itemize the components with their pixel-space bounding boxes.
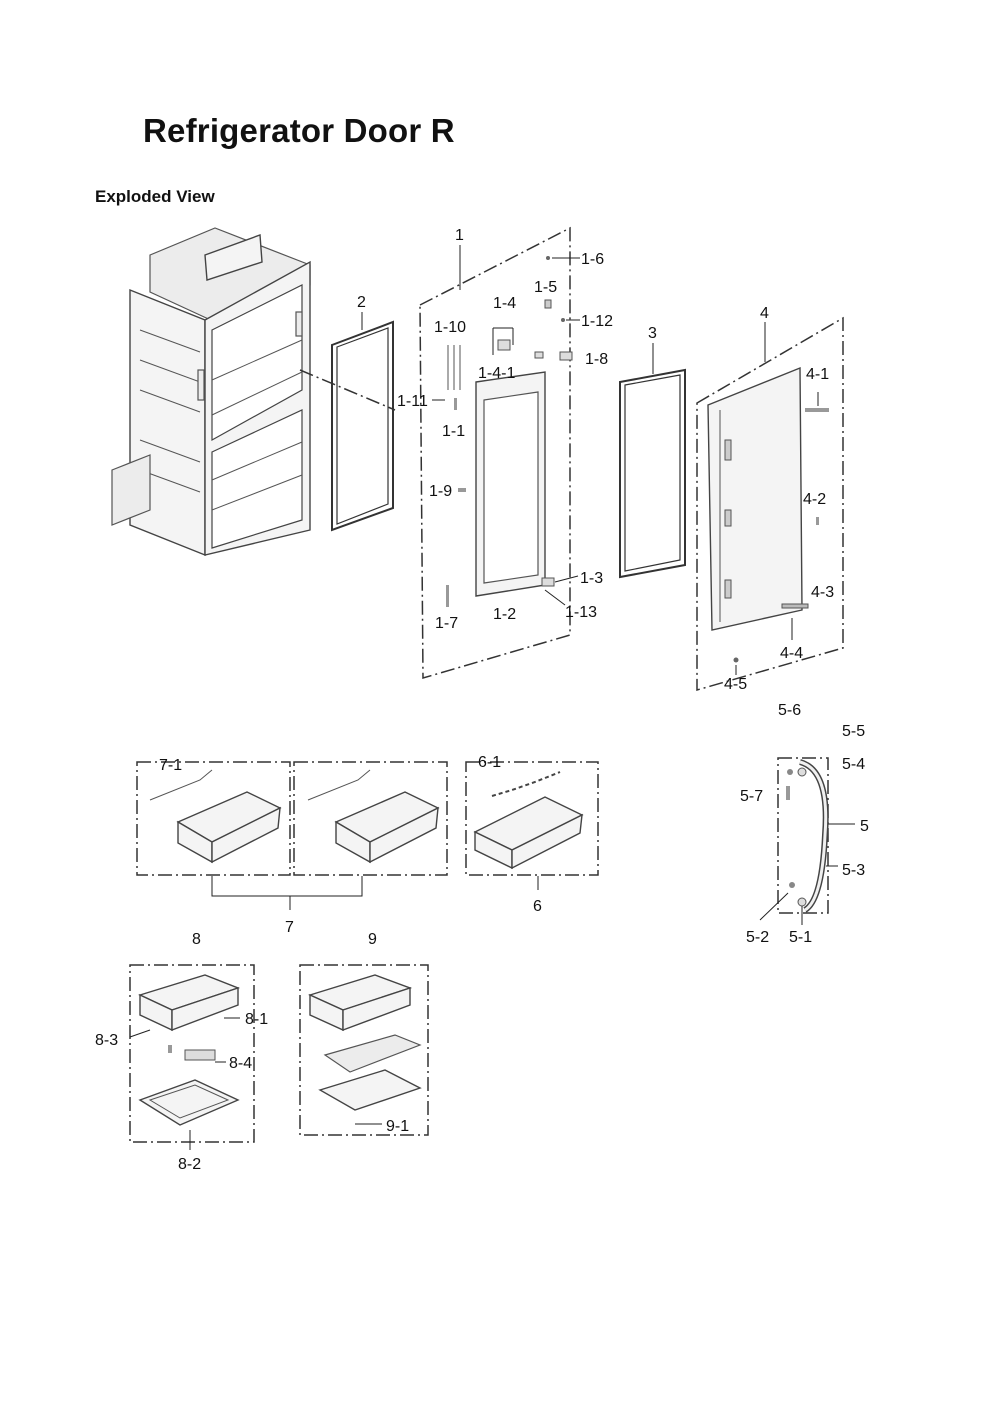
callout-1-11: 1-11 — [397, 393, 428, 410]
callout-8-1: 8-1 — [245, 1011, 268, 1028]
door-bin-6 — [465, 761, 599, 890]
callout-4-3: 4-3 — [811, 584, 834, 601]
callout-5-2: 5-2 — [746, 929, 769, 946]
door-bins-7 — [136, 761, 448, 910]
callout-5-1: 5-1 — [789, 929, 812, 946]
callout-1-3: 1-3 — [580, 570, 603, 587]
callout-3: 3 — [648, 325, 657, 342]
callout-1-4-1: 1-4-1 — [478, 365, 515, 382]
callout-5-3: 5-3 — [842, 862, 865, 879]
callout-1-5: 1-5 — [534, 279, 557, 296]
callout-1-6: 1-6 — [581, 251, 604, 268]
callout-8-4: 8-4 — [229, 1055, 252, 1072]
refrigerator-cabinet — [111, 227, 311, 557]
callout-4-1: 4-1 — [806, 366, 829, 383]
callout-5-7: 5-7 — [740, 788, 763, 805]
callout-5-5: 5-5 — [842, 723, 865, 740]
callout-1: 1 — [455, 227, 464, 244]
callout-9-1: 9-1 — [386, 1118, 409, 1135]
door-gasket-2 — [299, 312, 396, 532]
callout-1-13: 1-13 — [565, 604, 597, 621]
callout-1-7: 1-7 — [435, 615, 458, 632]
crisper-assembly-9 — [299, 964, 429, 1136]
door-gasket-3 — [619, 343, 686, 579]
callout-4-2: 4-2 — [803, 491, 826, 508]
callout-6: 6 — [533, 898, 542, 915]
page-title: Refrigerator Door R — [143, 112, 455, 149]
callout-7: 7 — [285, 919, 294, 936]
callout-7-1: 7-1 — [159, 757, 182, 774]
callout-1-10: 1-10 — [434, 319, 466, 336]
section-subtitle: Exploded View — [95, 187, 215, 206]
door-handle-assembly-5 — [759, 757, 855, 925]
callout-1-8: 1-8 — [585, 351, 608, 368]
callout-4-4: 4-4 — [780, 645, 803, 662]
callout-8: 8 — [192, 931, 201, 948]
callout-5: 5 — [860, 818, 869, 835]
callout-1-2: 1-2 — [493, 606, 516, 623]
callout-8-3: 8-3 — [95, 1032, 118, 1049]
crisper-assembly-8 — [129, 964, 255, 1150]
callout-1-9: 1-9 — [429, 483, 452, 500]
callout-labels: 1 1-6 1-5 1-4 1-12 1-10 1-8 1-4-1 1-11 1… — [95, 227, 869, 1173]
callout-2: 2 — [357, 294, 366, 311]
outer-door-assembly-4 — [696, 316, 844, 691]
callout-1-1: 1-1 — [442, 423, 465, 440]
callout-5-4: 5-4 — [842, 756, 865, 773]
callout-9: 9 — [368, 931, 377, 948]
callout-4-5: 4-5 — [724, 676, 747, 693]
callout-1-4: 1-4 — [493, 295, 516, 312]
callout-8-2: 8-2 — [178, 1156, 201, 1173]
callout-5-6: 5-6 — [778, 702, 801, 719]
callout-1-12: 1-12 — [581, 313, 613, 330]
callout-4: 4 — [760, 305, 769, 322]
door-frame-assembly-1 — [419, 226, 580, 679]
callout-6-1: 6-1 — [478, 754, 501, 771]
